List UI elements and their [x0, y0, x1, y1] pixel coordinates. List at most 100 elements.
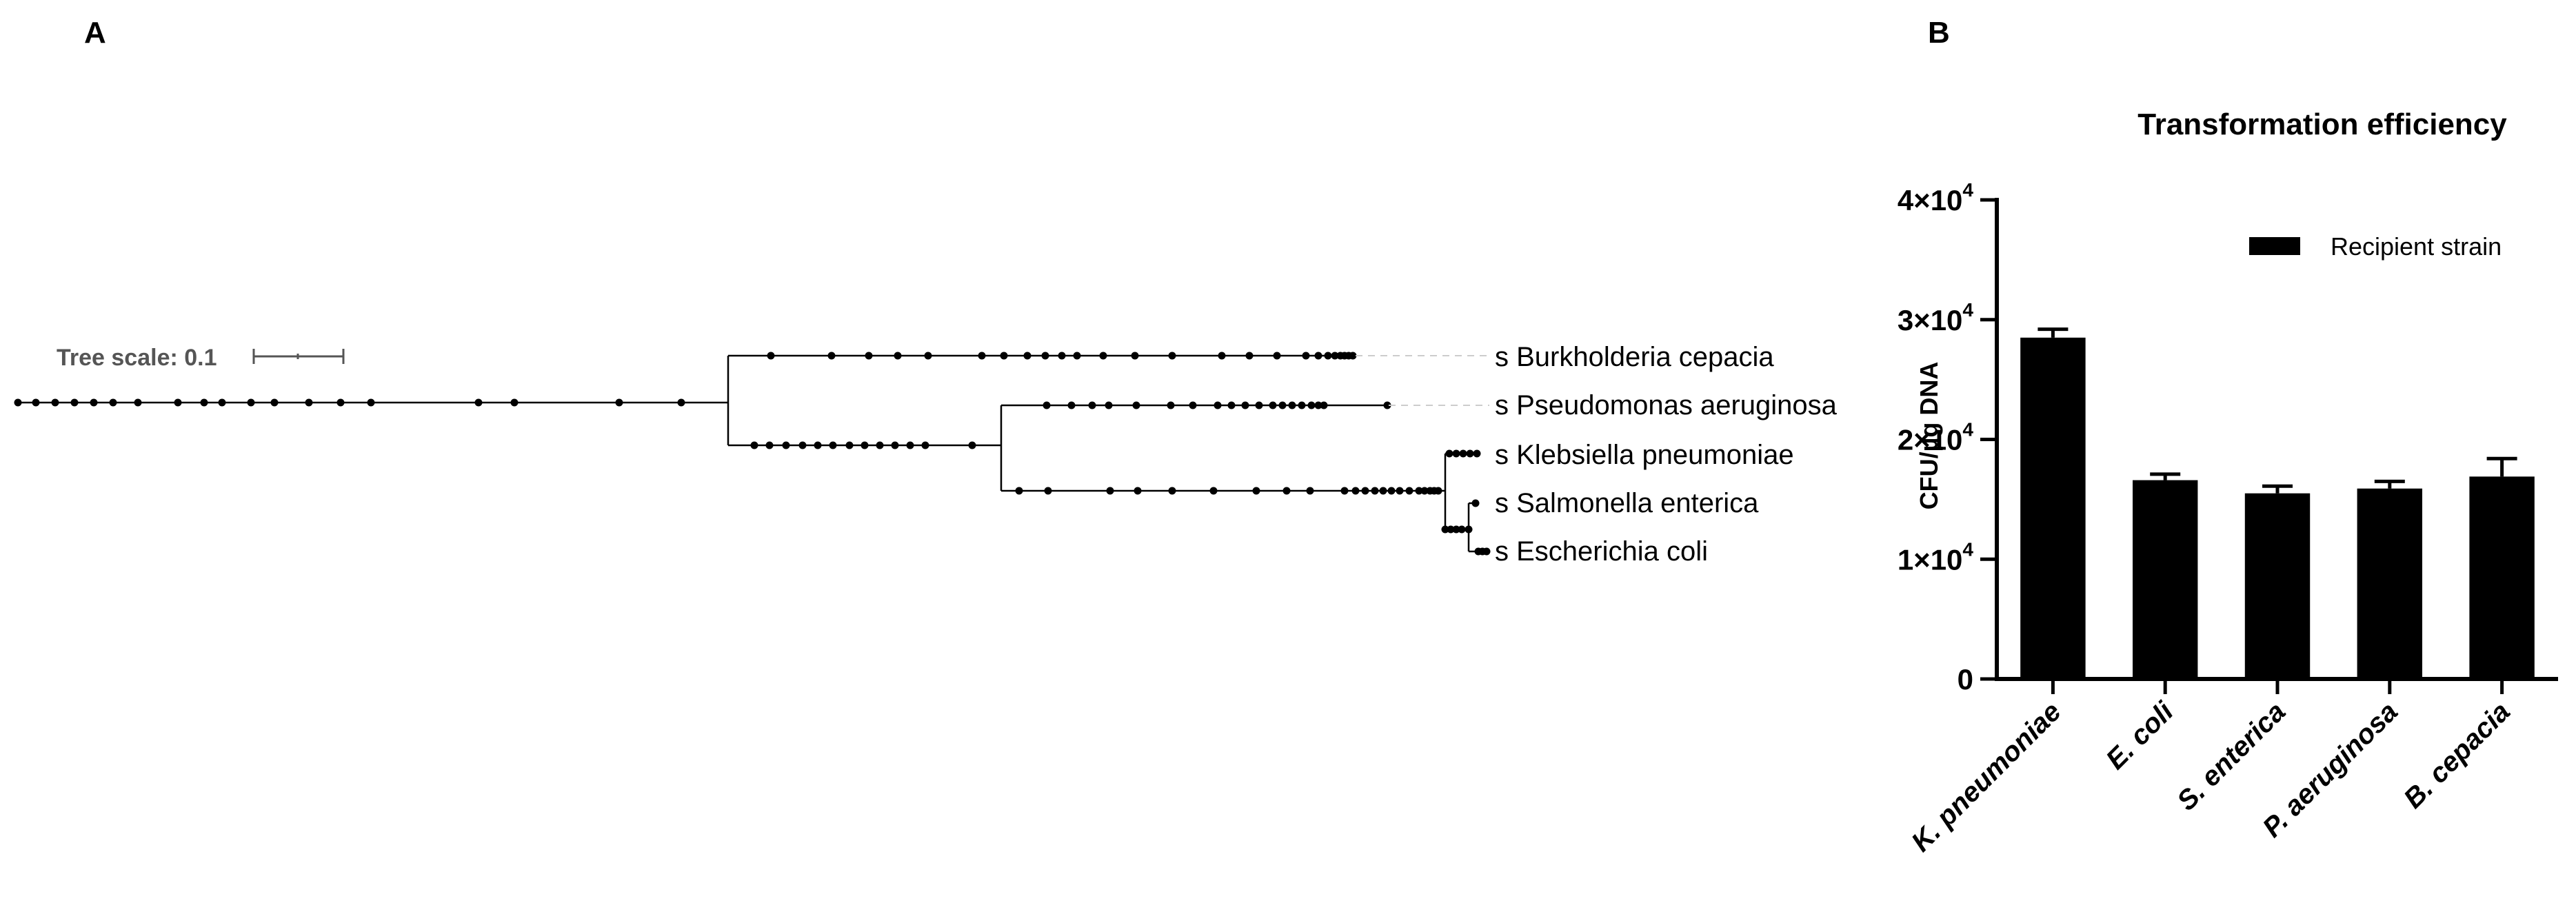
tree-node	[1351, 487, 1360, 495]
tree-node	[1302, 352, 1310, 360]
tree-node	[1041, 352, 1049, 360]
tree-node	[1043, 401, 1051, 409]
tree-node	[876, 441, 884, 449]
tree-node	[247, 398, 255, 407]
y-tick-label: 4×104	[1898, 179, 1974, 216]
tree-node	[1405, 487, 1413, 495]
y-tick-base: 3×10	[1898, 304, 1963, 336]
tree-node	[906, 441, 914, 449]
legend-swatch	[2249, 237, 2300, 255]
tree-node	[1314, 401, 1322, 409]
tree-node	[1320, 401, 1328, 409]
taxon-label-pseudomonas: s Pseudomonas aeruginosa	[1495, 390, 1838, 420]
tree-node	[1447, 525, 1455, 534]
tree-node	[1209, 487, 1218, 495]
tree-node	[767, 352, 775, 360]
y-tick-exponent: 4	[1962, 299, 1973, 321]
bar	[2357, 488, 2423, 679]
y-tick-base: 4×10	[1898, 184, 1963, 216]
tree-node	[1331, 352, 1339, 360]
tree-node	[32, 398, 40, 407]
y-tick-label: 2×104	[1898, 419, 1974, 456]
tree-node	[367, 398, 375, 407]
tree-node	[1471, 499, 1480, 507]
tree-node	[1088, 401, 1096, 409]
tree-node	[1106, 487, 1114, 495]
tree-node	[1167, 401, 1175, 409]
tree-node	[1441, 525, 1449, 534]
tree-node	[1252, 487, 1260, 495]
tree-node	[1383, 401, 1391, 409]
tree-node	[1214, 401, 1222, 409]
tree-node	[1015, 487, 1023, 495]
tree-node	[865, 352, 873, 360]
tree-node	[70, 398, 79, 407]
tree-node	[1273, 352, 1281, 360]
tree-node	[827, 352, 836, 360]
taxon-label-escherichia: s Escherichia coli	[1495, 536, 1708, 567]
tree-branches	[18, 354, 1488, 553]
taxon-label-klebsiella: s Klebsiella pneumoniae	[1495, 440, 1794, 470]
tree-node	[1099, 352, 1107, 360]
tree-node	[1452, 525, 1460, 534]
tree-node	[1131, 352, 1139, 360]
y-tick-label: 0	[1958, 663, 1973, 696]
tree-node	[1473, 449, 1481, 458]
tree-node	[1168, 352, 1176, 360]
tree-node	[1255, 401, 1263, 409]
y-axis-label: CFU/µg DNA	[1915, 362, 1943, 510]
taxon-label-salmonella: s Salmonella enterica	[1495, 488, 1759, 518]
tree-node	[894, 352, 902, 360]
tree-node	[1452, 449, 1460, 458]
tree-node	[677, 398, 685, 407]
x-tick-label: E. coli	[2100, 696, 2180, 775]
tree-node	[1387, 487, 1396, 495]
tree-node	[765, 441, 774, 449]
tree-node	[109, 398, 117, 407]
tree-node	[1245, 352, 1254, 360]
tree-node	[218, 398, 226, 407]
tree-node	[51, 398, 59, 407]
tree-node	[134, 398, 142, 407]
chart-title: Transformation efficiency	[2137, 108, 2507, 141]
x-tick-label: K. pneumoniae	[1906, 696, 2067, 858]
tree-node	[1227, 401, 1236, 409]
tree-node	[814, 441, 822, 449]
tree-node	[336, 398, 345, 407]
tree-node	[1134, 487, 1142, 495]
tree-node	[474, 398, 483, 407]
tree-node	[1306, 487, 1314, 495]
tree-node	[1445, 449, 1453, 458]
tree-node	[1420, 487, 1429, 495]
tree-node	[1241, 401, 1249, 409]
panel-b-label: B	[1928, 16, 1950, 50]
y-tick-label: 1×104	[1898, 538, 1974, 576]
y-tick-exponent: 4	[1962, 179, 1973, 201]
tree-node	[1361, 487, 1369, 495]
y-tick-exponent: 4	[1962, 538, 1973, 560]
tree-node	[1415, 487, 1423, 495]
tree-node	[1466, 449, 1474, 458]
y-tick-base: 1×10	[1898, 543, 1963, 576]
legend: Recipient strain	[2249, 232, 2502, 261]
tree-node	[1067, 401, 1076, 409]
phylogenetic-tree: Tree scale: 0.1 s Burkholderia cepacia s…	[14, 342, 1838, 567]
tree-node	[200, 398, 208, 407]
tree-node	[1349, 352, 1357, 360]
tree-node	[1458, 525, 1466, 534]
tree-node	[1434, 487, 1442, 495]
x-tick-label: B. cepacia	[2398, 696, 2516, 814]
y-tick-base: 2×10	[1898, 424, 1963, 456]
taxon-label-burkholderia: s Burkholderia cepacia	[1495, 342, 1774, 372]
tree-node	[174, 398, 182, 407]
tree-node	[1168, 487, 1176, 495]
bar-chart: Transformation efficiency CFU/µg DNA 0 1×…	[1898, 108, 2558, 858]
tree-node	[1465, 525, 1473, 534]
tree-node	[1314, 352, 1322, 360]
tree-node	[1379, 487, 1387, 495]
bar	[2244, 493, 2311, 679]
bar	[2469, 476, 2535, 679]
